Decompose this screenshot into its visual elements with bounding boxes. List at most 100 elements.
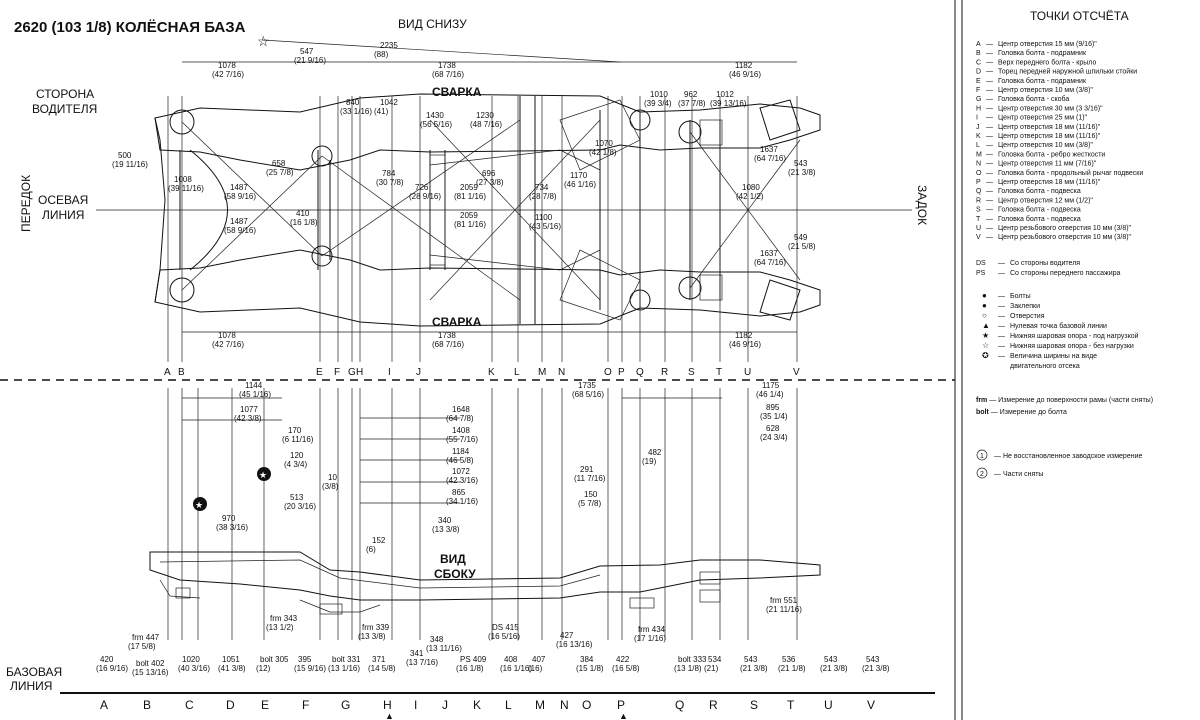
legend-dash: — <box>998 270 1005 277</box>
legend-symbol-icon: ✪ <box>982 351 989 360</box>
top-dim-fraction-repeat: (42 7/16) <box>212 340 244 349</box>
top-dim-value: 1042 <box>380 98 398 107</box>
legend-dash: — <box>986 188 993 195</box>
bottom-letter-l: L <box>505 698 512 712</box>
top-letter-s: S <box>688 367 695 378</box>
bottom-letter-t: T <box>787 698 795 712</box>
bottom-dim-fraction: (13 1/16) <box>328 664 360 673</box>
top-dim-fraction: (46 1/16) <box>564 180 596 189</box>
top-dim-fraction-repeat: (58 9/16) <box>224 226 256 235</box>
legend-point-text: Центр резьбового отверстия 10 мм (3/8)" <box>998 224 1132 232</box>
legend-point-text: Центр отверстия 11 мм (7/16)" <box>998 161 1097 168</box>
center-line-label-1: ОСЕВАЯ <box>38 193 88 207</box>
legend-symbol-icon: ★ <box>982 331 989 340</box>
legend-point-text: Центр отверстия 25 мм (1)" <box>998 115 1088 122</box>
legend-title: ТОЧКИ ОТСЧЁТА <box>1030 9 1129 23</box>
top-dim-fraction: (46 9/16) <box>729 70 761 79</box>
top-letter-q: Q <box>636 367 644 378</box>
legend-symbol-text: двигательного отсека <box>1010 363 1080 370</box>
side-dim-fraction: (20 3/16) <box>284 502 316 511</box>
side-dim-fraction: (6 11/16) <box>282 435 314 444</box>
bottom-dim-fraction: (13 7/16) <box>406 658 438 667</box>
top-dim-fraction: (64 7/16) <box>754 154 786 163</box>
bottom-letter-d: D <box>226 698 235 712</box>
bottom-letter-c: C <box>185 698 194 712</box>
top-dim-value: 1100 <box>535 213 553 222</box>
top-dim-fraction: (39 11/16) <box>168 184 204 193</box>
legend-point-key: U <box>976 225 981 232</box>
top-dim-value-repeat: 1487 <box>230 217 248 226</box>
top-dim-value: 1010 <box>650 90 668 99</box>
legend-side-text: Со стороны водителя <box>1010 260 1080 267</box>
legend-symbol-icon: ○ <box>982 311 987 320</box>
side-dim-value: 895 <box>766 403 780 412</box>
bottom-dim-value: 543 <box>824 655 838 664</box>
bottom-dim-value: 427 <box>560 631 574 640</box>
top-dim-fraction: (21 5/8) <box>788 242 816 251</box>
bottom-dim-value: 543 <box>744 655 758 664</box>
legend-point-key: E <box>976 78 981 85</box>
bottom-dim-fraction: (16 9/16) <box>96 664 128 673</box>
legend-point-key: D <box>976 69 981 76</box>
legend-point-key: A <box>976 41 981 48</box>
legend-point-text: Центр резьбового отверстия 10 мм (3/8)" <box>998 233 1132 241</box>
side-dim-value: 628 <box>766 424 780 433</box>
legend-symbol-icon: ● <box>982 291 987 300</box>
legend-point-text: Головка болта - скоба <box>998 95 1069 103</box>
top-dim-value: 549 <box>794 233 808 242</box>
legend-point-text: Торец передней наружной шпильки стойки <box>998 68 1137 76</box>
diagram-title: 2620 (103 1/8) КОЛЁСНАЯ БАЗА <box>14 19 246 36</box>
legend-point-text: Головка болта - подрамник <box>998 77 1087 85</box>
legend-note-1: — Не восстановленное заводское измерение <box>994 453 1142 460</box>
top-dim-fraction: (16 1/8) <box>290 218 318 227</box>
top-dim-value: 2235 <box>380 41 398 50</box>
bottom-dim-fraction: (21 3/8) <box>862 664 890 673</box>
bottom-dim-value: 420 <box>100 655 114 664</box>
legend-dash: — <box>986 87 993 94</box>
view-bottom-label: ВИД СНИЗУ <box>398 17 467 31</box>
bottom-dim-value: 384 <box>580 655 594 664</box>
bottom-dim-fraction: (21 11/16) <box>766 605 802 614</box>
side-dim-fraction: (38 3/16) <box>216 523 248 532</box>
side-dim-fraction: (35 1/4) <box>760 412 788 421</box>
bottom-dim-value: frm 447 <box>132 633 160 642</box>
top-dim-fraction: (41) <box>374 107 389 116</box>
bottom-dim-value: bolt 305 <box>260 655 289 664</box>
bottom-dim-fraction: (17 1/16) <box>634 634 666 643</box>
legend-point-key: M <box>976 151 982 158</box>
width-marker-star-icon: ★ <box>195 500 203 510</box>
bottom-dim-value: PS 409 <box>460 655 487 664</box>
bottom-dim-value: 536 <box>782 655 796 664</box>
side-dim-value: 152 <box>372 536 386 545</box>
top-dim-value: 1738 <box>438 61 456 70</box>
note-1-number: 1 <box>980 453 984 460</box>
top-dim-fraction: (48 7/16) <box>470 120 502 129</box>
top-dimensions: 1078(42 7/16)1738(68 7/16)2235(88)547(21… <box>112 41 816 349</box>
legend-point-text: Центр отверстия 15 мм (9/16)" <box>998 41 1097 48</box>
bottom-dim-fraction: (17 5/8) <box>128 642 156 651</box>
bottom-dim-value: 1020 <box>182 655 200 664</box>
bottom-dim-value: 407 <box>532 655 546 664</box>
top-letter-k: K <box>488 367 495 378</box>
datum-line-label-1: БАЗОВАЯ <box>6 665 62 679</box>
bottom-letter-i: I <box>414 698 417 712</box>
side-dim-fraction: (34 1/16) <box>446 497 478 506</box>
side-dim-value: 120 <box>290 451 304 460</box>
legend-note-2: — Части сняты <box>994 471 1043 478</box>
side-dim-fraction: (46 5/8) <box>446 456 474 465</box>
side-dim-value: 970 <box>222 514 236 523</box>
legend-symbols: ●—Болты●—Заклепки○—Отверстия▲—Нулевая то… <box>982 291 1139 370</box>
side-dim-fraction: (19) <box>642 457 657 466</box>
bottom-dim-value: 422 <box>616 655 630 664</box>
side-dim-fraction: (5 7/8) <box>578 499 601 508</box>
side-dim-fraction: (11 7/16) <box>574 474 606 483</box>
legend-point-key: J <box>976 124 980 131</box>
top-dim-value: 500 <box>118 151 132 160</box>
legend-dash: — <box>998 260 1005 267</box>
bottom-dim-fraction: (21 3/8) <box>820 664 848 673</box>
top-reference-lines <box>167 96 798 362</box>
legend-symbol-text: Заклепки <box>1010 303 1040 310</box>
bottom-dim-value: 534 <box>708 655 722 664</box>
bottom-dim-value: bolt 333 <box>678 655 707 664</box>
